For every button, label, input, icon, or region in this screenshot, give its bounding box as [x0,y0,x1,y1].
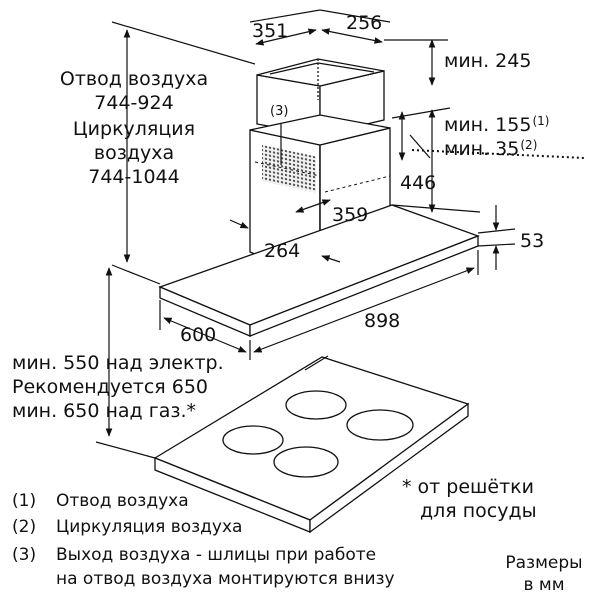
burner-back-right [346,409,414,441]
footnote-1-marker: (1) [12,491,37,511]
dim-446: 446 [400,172,437,194]
footnote-2-text: Циркуляция воздуха [56,517,243,537]
units-note-2: в мм [523,575,565,595]
star-note-1: * от решётки [402,476,534,498]
footnote-2-marker: (2) [12,517,37,537]
air-outlet-grille [262,145,316,193]
dim-min-155-value: мин. 155 [444,114,532,136]
dim-min-245: мин. 245 [444,50,532,72]
cooktop-note-recommended: Рекомендуется 650 [12,376,209,398]
footnote-1-text: Отвод воздуха [56,491,189,511]
burner-front-left [222,425,284,455]
burner-front-right [273,446,339,478]
star-note-2: для посуды [420,500,537,522]
callout-3: (3) [270,104,289,119]
footnote-3-text-1: Выход воздуха - шлицы при работе [56,545,377,565]
dim-359: 359 [332,204,369,226]
label-exhaust-title: Отвод воздуха [59,68,209,90]
footnote-3-marker: (3) [12,545,37,565]
dim-min-35-value: мин. 35 [444,138,520,160]
dim-53: 53 [520,230,545,252]
burner-back-left [285,390,347,420]
dim-256: 256 [346,12,383,34]
units-note-1: Размеры [505,553,583,573]
label-recirc-title-2: воздуха [93,142,175,164]
dim-min-155: мин. 155(1) [444,110,549,136]
dim-351: 351 [252,20,289,42]
dim-min-35-sup: (2) [520,138,538,152]
dim-264: 264 [264,240,301,262]
dim-898: 898 [364,310,401,332]
label-recirc-range: 744-1044 [88,166,180,188]
dim-600: 600 [180,324,217,346]
label-recirc-title-1: Циркуляция [72,118,196,140]
hidden-lines [254,161,391,193]
cooktop [153,356,470,534]
cooktop-note-electric: мин. 550 над электр. [12,352,224,374]
dim-min-35: мин. 35(2) [444,134,537,160]
dim-min-155-sup: (1) [532,114,550,128]
cooktop-note-gas: мин. 650 над газ.* [12,400,196,422]
label-exhaust-range: 744-924 [94,92,174,114]
footnote-3-text-2: на отвод воздуха монтируются внизу [56,569,395,589]
recirc-ceiling-line [411,149,586,159]
dimension-lines [95,9,516,459]
